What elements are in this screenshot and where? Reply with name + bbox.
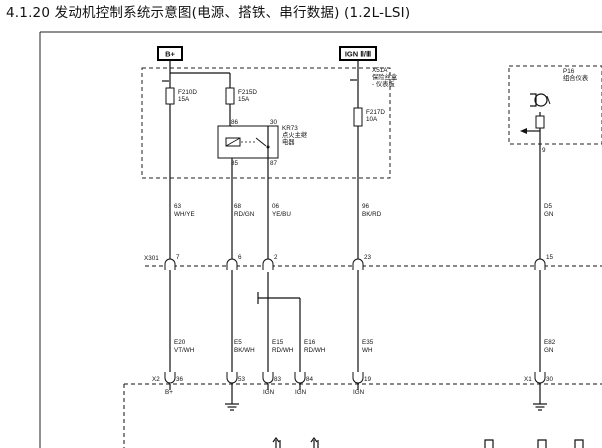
connector-x301: X301 7 6 2 23 15 — [144, 254, 602, 270]
svg-text:BK/RD: BK/RD — [362, 211, 382, 218]
upper-wire-labels: 63 WH/YE 68 RD/GN 06 YE/BU 96 BK/RD D5 G… — [174, 203, 554, 218]
p16-name: 组合仪表 — [563, 73, 589, 82]
fuse-box-name-2: - 仪表板 — [372, 79, 395, 88]
svg-text:E16: E16 — [304, 339, 316, 346]
relay-pin-86: 86 — [231, 119, 239, 126]
svg-text:15: 15 — [546, 254, 554, 261]
svg-text:15A: 15A — [238, 96, 250, 103]
svg-text:WH: WH — [362, 347, 373, 354]
svg-text:F210D: F210D — [178, 89, 197, 96]
svg-text:68: 68 — [234, 203, 242, 210]
relay-pin-87: 87 — [270, 160, 278, 167]
ecm-internal — [169, 384, 541, 404]
diagram-border — [39, 31, 602, 448]
svg-text:23: 23 — [364, 254, 372, 261]
relay-id: KR73 — [282, 125, 298, 132]
svg-text:84: 84 — [306, 376, 314, 383]
svg-text:10A: 10A — [366, 116, 378, 123]
fuse-f210d: F210D 15A — [165, 87, 197, 105]
svg-text:F217D: F217D — [366, 109, 385, 116]
svg-text:F215D: F215D — [238, 89, 257, 96]
p16-components: 9 — [520, 93, 551, 154]
svg-text:RD/GN: RD/GN — [234, 211, 255, 218]
relay-kr73: 86 30 85 87 KR73 点火主继 电器 — [217, 119, 307, 167]
svg-text:B+: B+ — [165, 50, 175, 59]
svg-text:36: 36 — [176, 376, 184, 383]
svg-text:WH/YE: WH/YE — [174, 211, 195, 218]
fuse-f217d: F217D 10A — [353, 107, 385, 127]
svg-text:IGN Ⅱ/Ⅲ: IGN Ⅱ/Ⅲ — [345, 50, 371, 59]
fuse-box-name-1: 保险丝盒 — [372, 72, 398, 81]
svg-text:7: 7 — [176, 254, 180, 261]
svg-text:B+: B+ — [165, 389, 173, 396]
lower-wire-labels: E20 VT/WH E5 BK/WH E15 RD/WH E16 RD/WH E… — [174, 339, 556, 354]
svg-text:E82: E82 — [544, 339, 556, 346]
svg-text:E35: E35 — [362, 339, 374, 346]
ecm-pin-functions: B+ IGN IGN IGN — [165, 389, 365, 396]
b-plus-tag: B+ — [157, 46, 183, 61]
svg-text:06: 06 — [272, 203, 280, 210]
relay-pin-30: 30 — [270, 119, 278, 126]
connector-x2-x1: X2 36 53 83 84 19 X1 30 — [123, 372, 602, 448]
svg-text:6: 6 — [238, 254, 242, 261]
svg-text:D5: D5 — [544, 203, 553, 210]
svg-text:GN: GN — [544, 347, 554, 354]
svg-text:96: 96 — [362, 203, 370, 210]
x301-id: X301 — [144, 255, 159, 262]
svg-text:GN: GN — [544, 211, 554, 218]
svg-text:E5: E5 — [234, 339, 242, 346]
relay-pin-85: 85 — [231, 160, 239, 167]
svg-text:2: 2 — [274, 254, 278, 261]
svg-text:83: 83 — [274, 376, 282, 383]
svg-text:RD/WH: RD/WH — [304, 347, 326, 354]
svg-text:63: 63 — [174, 203, 182, 210]
relay-name-2: 电器 — [282, 137, 295, 146]
svg-text:53: 53 — [238, 376, 246, 383]
svg-text:VT/WH: VT/WH — [174, 347, 195, 354]
p16-id: P16 — [563, 68, 575, 75]
svg-text:15A: 15A — [178, 96, 190, 103]
fuse-box-boundary — [141, 67, 391, 179]
ign-tag: IGN Ⅱ/Ⅲ — [339, 46, 377, 61]
p16-pin: 9 — [542, 147, 546, 154]
bottom-symbols — [272, 437, 584, 448]
svg-text:BK/WH: BK/WH — [234, 347, 255, 354]
wire-ticks — [162, 79, 357, 304]
wires — [169, 60, 541, 372]
p16-boundary — [508, 65, 602, 145]
svg-text:30: 30 — [546, 376, 554, 383]
svg-text:E15: E15 — [272, 339, 284, 346]
svg-text:IGN: IGN — [263, 389, 275, 396]
page-title: 4.1.20 发动机控制系统示意图(电源、搭铁、串行数据) (1.2L-LSI) — [6, 5, 411, 21]
fuse-box-id: X51A — [372, 67, 388, 74]
ground-icon — [533, 403, 547, 411]
svg-text:IGN: IGN — [295, 389, 307, 396]
fuse-f215d: F215D 15A — [225, 87, 257, 105]
svg-text:RD/WH: RD/WH — [272, 347, 294, 354]
x2-id: X2 — [152, 376, 160, 383]
relay-name-1: 点火主继 — [282, 130, 307, 139]
svg-text:19: 19 — [364, 376, 372, 383]
ground-icon — [225, 403, 239, 411]
x1-id: X1 — [524, 376, 532, 383]
svg-text:IGN: IGN — [353, 389, 365, 396]
indicator-lamp-icon — [530, 93, 551, 107]
svg-text:E20: E20 — [174, 339, 186, 346]
svg-text:YE/BU: YE/BU — [272, 211, 291, 218]
